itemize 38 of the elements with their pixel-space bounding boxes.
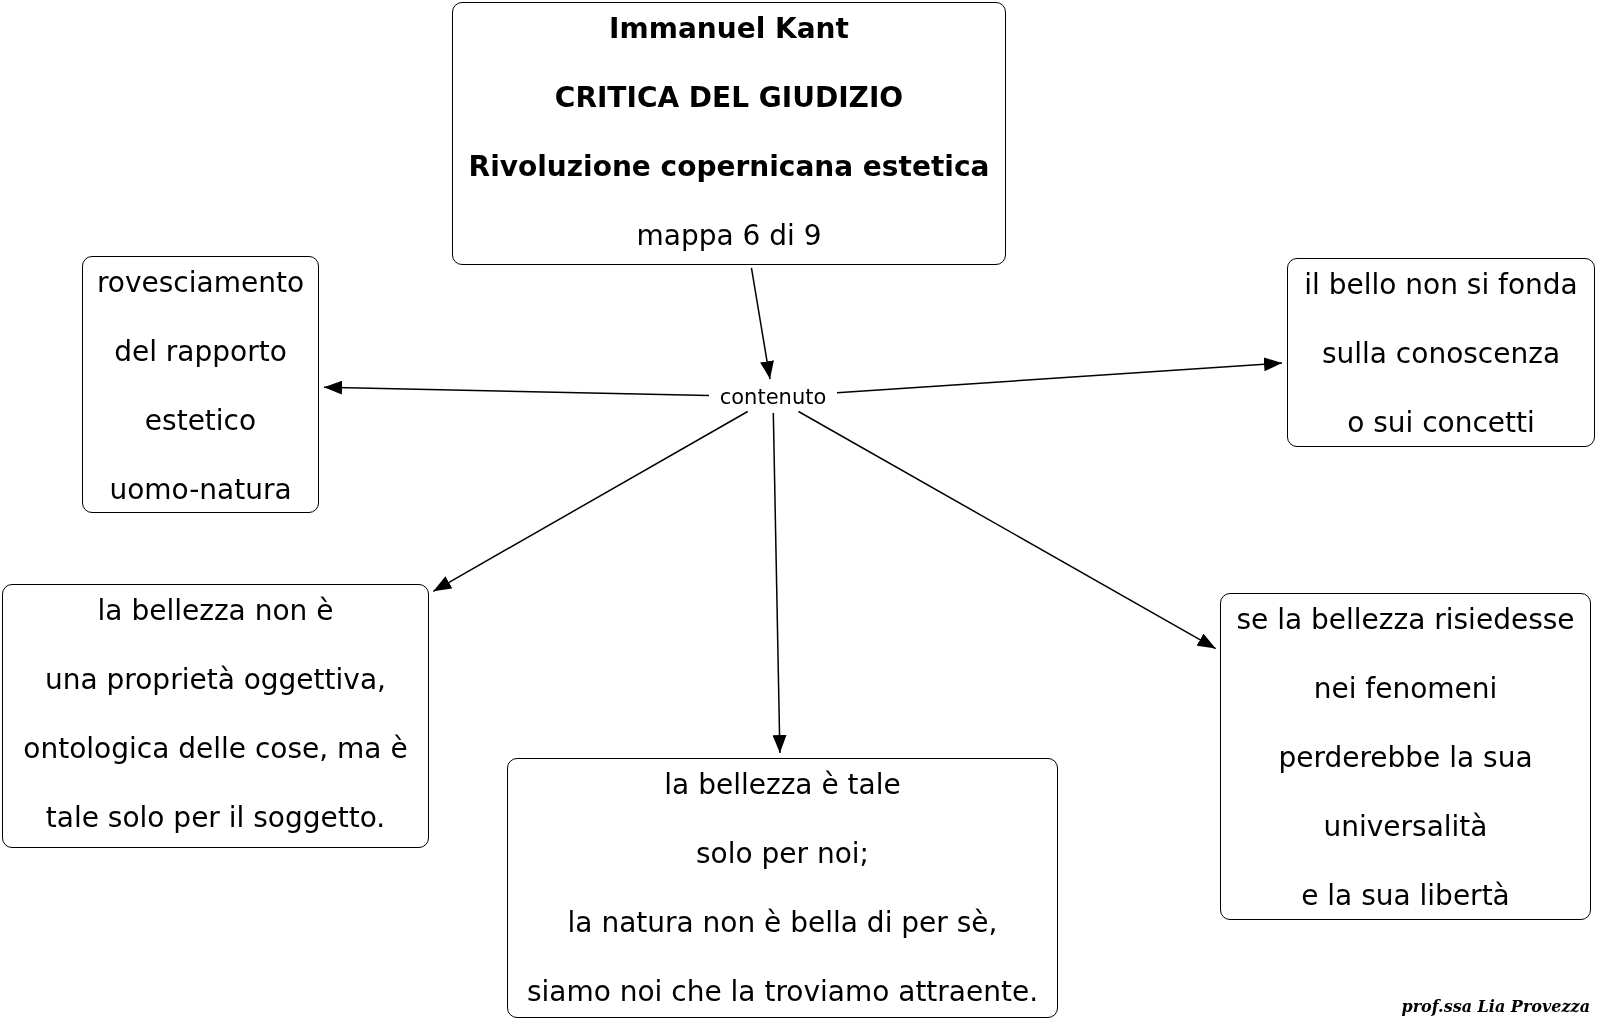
concept-text: universalità xyxy=(1323,810,1488,844)
arrow xyxy=(323,380,710,397)
concept-text: perderebbe la sua xyxy=(1278,741,1533,775)
arrow xyxy=(797,410,1217,650)
concept-text: una proprietà oggettiva, xyxy=(45,663,386,697)
map-number: mappa 6 di 9 xyxy=(636,219,822,253)
concept-text: rovesciamento xyxy=(96,266,305,300)
concept-text: siamo noi che la troviamo attraente. xyxy=(526,975,1039,1009)
concept-text: la natura non è bella di per sè, xyxy=(567,906,998,940)
concept-text: o sui concetti xyxy=(1347,406,1535,440)
concept-text: solo per noi; xyxy=(696,837,869,871)
concept-text: la bellezza non è xyxy=(97,594,334,628)
concept-box xyxy=(1287,258,1595,447)
arrow xyxy=(432,410,749,593)
concept-text: del rapporto xyxy=(114,335,287,369)
concept-box xyxy=(452,2,1006,265)
concept-box xyxy=(82,256,319,513)
concept-text: ontologica delle cose, ma è xyxy=(23,732,408,766)
author-name: Immanuel Kant xyxy=(609,12,849,46)
signature-text: prof.ssa Lia Provezza xyxy=(1401,996,1590,1018)
arrow xyxy=(772,412,787,754)
heading-text: Rivoluzione copernicana estetica xyxy=(468,150,990,184)
linking-text: contenuto xyxy=(712,384,834,410)
concept-text: sulla conoscenza xyxy=(1321,337,1561,371)
concept-text: la bellezza è tale xyxy=(664,768,901,802)
concept-box xyxy=(1220,593,1591,920)
arrow xyxy=(836,357,1283,394)
concept-box xyxy=(507,758,1058,1018)
concept-text: nei fenomeni xyxy=(1313,672,1498,706)
arrow xyxy=(750,267,774,380)
concept-text: tale solo per il soggetto. xyxy=(45,801,386,835)
concept-text: se la bellezza risiedesse xyxy=(1236,603,1575,637)
concept-text: e la sua libertà xyxy=(1301,879,1510,913)
work-title: CRITICA DEL GIUDIZIO xyxy=(554,81,904,115)
concept-text: estetico xyxy=(144,404,257,438)
concept-text: il bello non si fonda xyxy=(1304,268,1578,302)
concept-text: uomo-natura xyxy=(109,473,292,507)
concept-box xyxy=(2,584,429,848)
